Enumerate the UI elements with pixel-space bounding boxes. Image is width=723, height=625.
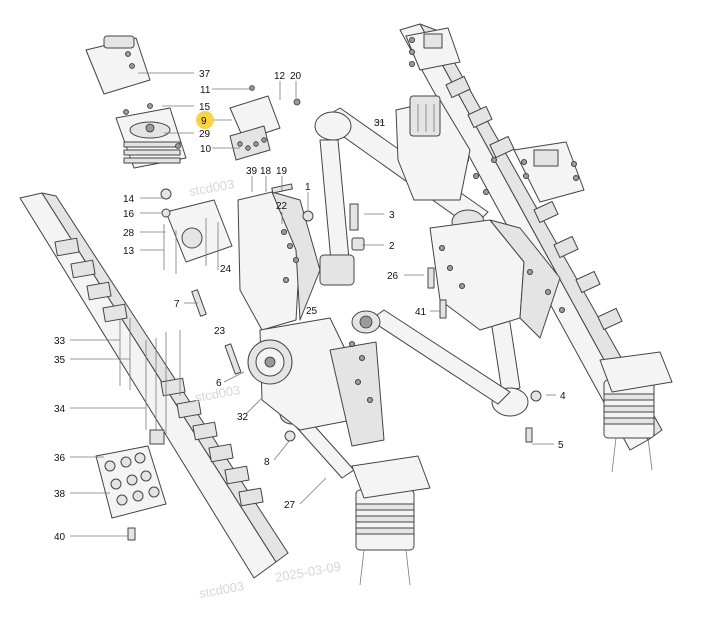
far-right-upper-mount xyxy=(513,141,585,203)
u-bolts xyxy=(119,318,181,445)
callout-28[interactable]: 28 xyxy=(123,228,135,239)
callout-5[interactable]: 5 xyxy=(558,440,564,451)
callout-22[interactable]: 22 xyxy=(276,201,288,212)
bottom-spring-mount xyxy=(351,455,431,586)
callout-40[interactable]: 40 xyxy=(54,532,66,543)
callout-19[interactable]: 19 xyxy=(276,166,288,177)
part-37-plate xyxy=(85,35,151,95)
callout-11[interactable]: 11 xyxy=(200,85,211,96)
left-strut xyxy=(319,139,355,286)
clamp-plate-36-38 xyxy=(95,445,167,519)
callout-37[interactable]: 37 xyxy=(199,69,211,80)
callout-8[interactable]: 8 xyxy=(264,457,270,468)
callout-2[interactable]: 2 xyxy=(389,241,395,252)
callout-27[interactable]: 27 xyxy=(284,500,296,511)
callout-leaders xyxy=(70,72,556,537)
callout-16[interactable]: 16 xyxy=(123,209,135,220)
callout-14[interactable]: 14 xyxy=(123,194,135,205)
callout-25[interactable]: 25 xyxy=(306,306,318,317)
callout-18[interactable]: 18 xyxy=(260,166,272,177)
callout-1[interactable]: 1 xyxy=(305,182,311,193)
top-right-mount xyxy=(405,27,461,71)
callout-26[interactable]: 26 xyxy=(387,271,399,282)
callout-41[interactable]: 41 xyxy=(415,307,427,318)
callout-12[interactable]: 12 xyxy=(274,71,286,82)
watermark-text: 2025-03-09 xyxy=(274,559,342,585)
callout-31[interactable]: 31 xyxy=(374,118,386,129)
callout-35[interactable]: 35 xyxy=(54,355,66,366)
part-28-bracket xyxy=(160,188,233,274)
callout-13[interactable]: 13 xyxy=(123,246,135,257)
callout-7[interactable]: 7 xyxy=(174,299,180,310)
callout-15[interactable]: 15 xyxy=(199,102,211,113)
callout-24[interactable]: 24 xyxy=(220,264,232,275)
callout-4[interactable]: 4 xyxy=(560,391,566,402)
callout-34[interactable]: 34 xyxy=(54,404,66,415)
parts-drawing xyxy=(19,23,673,586)
callout-labels: 37 11 15 9 29 10 12 20 31 39 18 19 1 22 … xyxy=(54,69,566,543)
callout-9-highlight xyxy=(196,111,214,129)
callout-32[interactable]: 32 xyxy=(237,412,249,423)
central-housing xyxy=(237,191,385,447)
callout-3[interactable]: 3 xyxy=(389,210,395,221)
callout-23[interactable]: 23 xyxy=(214,326,226,337)
far-right-lower-mount xyxy=(599,351,673,473)
callout-38[interactable]: 38 xyxy=(54,489,66,500)
right-housing xyxy=(395,95,566,339)
callout-33[interactable]: 33 xyxy=(54,336,66,347)
callout-9[interactable]: 9 xyxy=(201,116,207,127)
callout-10[interactable]: 10 xyxy=(200,144,212,155)
callout-36[interactable]: 36 xyxy=(54,453,66,464)
callout-6[interactable]: 6 xyxy=(216,378,222,389)
callout-20[interactable]: 20 xyxy=(290,71,302,82)
part-15-29-block xyxy=(115,103,187,169)
part-12-10-bracket xyxy=(229,85,301,161)
small-parts xyxy=(127,183,542,541)
watermark-text: stcd003 xyxy=(188,176,235,199)
watermark-text: stcd003 xyxy=(198,578,245,601)
callout-39[interactable]: 39 xyxy=(246,166,258,177)
left-toothed-beam xyxy=(19,192,289,579)
callout-29[interactable]: 29 xyxy=(199,129,211,140)
